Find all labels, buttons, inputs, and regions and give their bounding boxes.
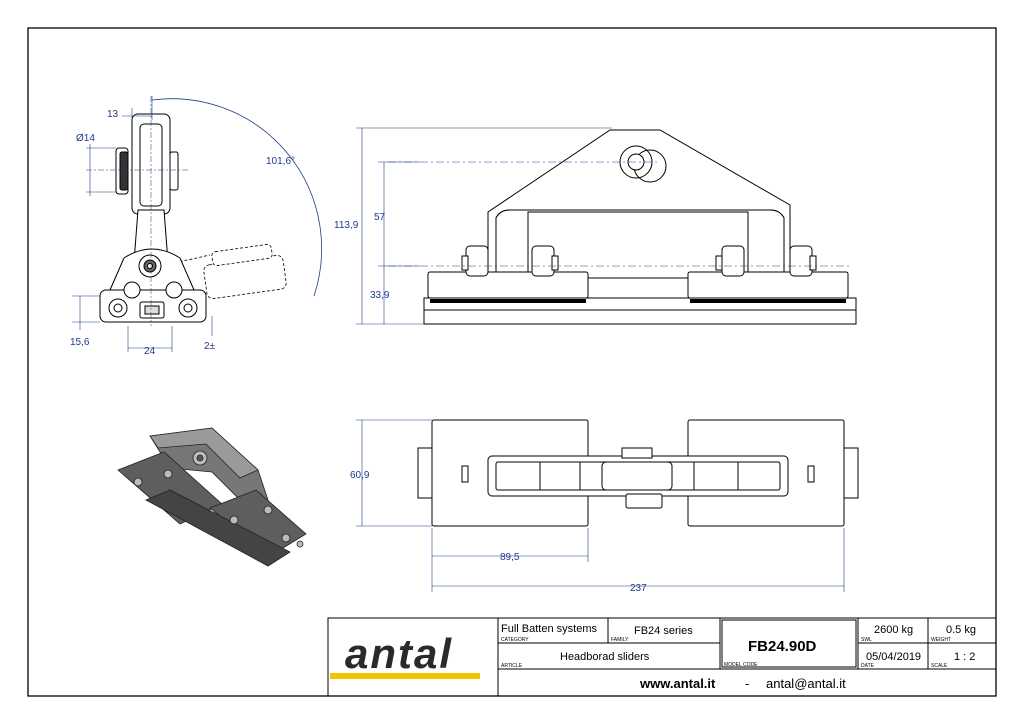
front-view [388,129,857,325]
weight-value: 0.5 kg [946,624,976,636]
weight-label: WEIGHT [931,637,951,643]
dim-60-9: 60,9 [350,470,370,481]
top-view [417,419,859,527]
contact-separator: - [745,676,749,691]
family-label: FAMILY [611,637,629,643]
email-link[interactable]: antal@antal.it [766,676,846,691]
swl-label: SWL [861,637,872,643]
isometric-view [117,427,307,567]
dim-diameter-14: Ø14 [76,133,95,144]
article-value: Headborad sliders [560,651,650,663]
antal-logo: antal [345,630,453,677]
side-view-dimensions [72,96,213,352]
article-label: ARTICLE [501,663,523,669]
scale-label: SCALE [931,663,948,669]
category-label: CATEGORY [501,637,529,643]
scale-value: 1 : 2 [954,651,975,663]
side-view [86,96,323,326]
date-label: DATE [861,663,875,669]
dim-24: 24 [144,346,156,357]
date-value: 05/04/2019 [866,651,921,663]
dim-237: 237 [630,583,647,594]
top-view-dimensions [356,419,845,592]
dim-2: 2± [204,341,216,352]
model-code-value: FB24.90D [748,638,817,655]
dim-13: 13 [107,109,119,120]
model-code-label: MODEL CODE [724,662,758,668]
dim-113-9: 113,9 [334,220,359,231]
swl-value: 2600 kg [874,624,913,636]
website-link[interactable]: www.antal.it [639,676,716,691]
logo-underline [330,673,480,679]
front-view-dimensions [356,127,612,325]
category-value: Full Batten systems [501,623,597,635]
dim-33-9: 33,9 [370,290,390,301]
dim-57: 57 [374,212,386,223]
dim-angle: 101,6° [266,156,295,167]
dim-15-6: 15,6 [70,337,90,348]
title-block [327,617,997,697]
family-value: FB24 series [634,625,693,637]
dim-89-5: 89,5 [500,552,520,563]
